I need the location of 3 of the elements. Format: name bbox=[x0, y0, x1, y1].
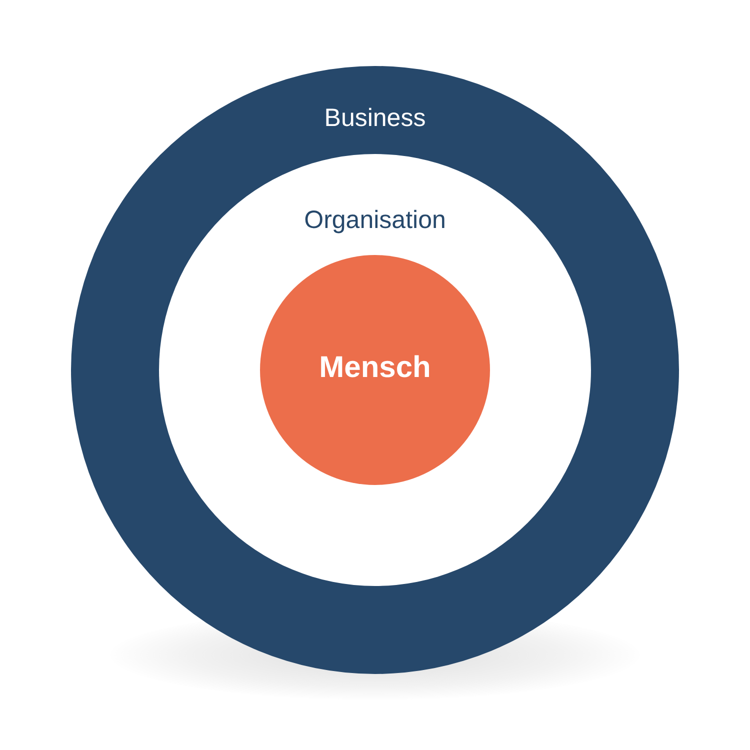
ring-label: Business bbox=[324, 104, 426, 133]
circle-label: Organisation bbox=[304, 206, 446, 235]
circle-label: Mensch bbox=[319, 351, 431, 385]
